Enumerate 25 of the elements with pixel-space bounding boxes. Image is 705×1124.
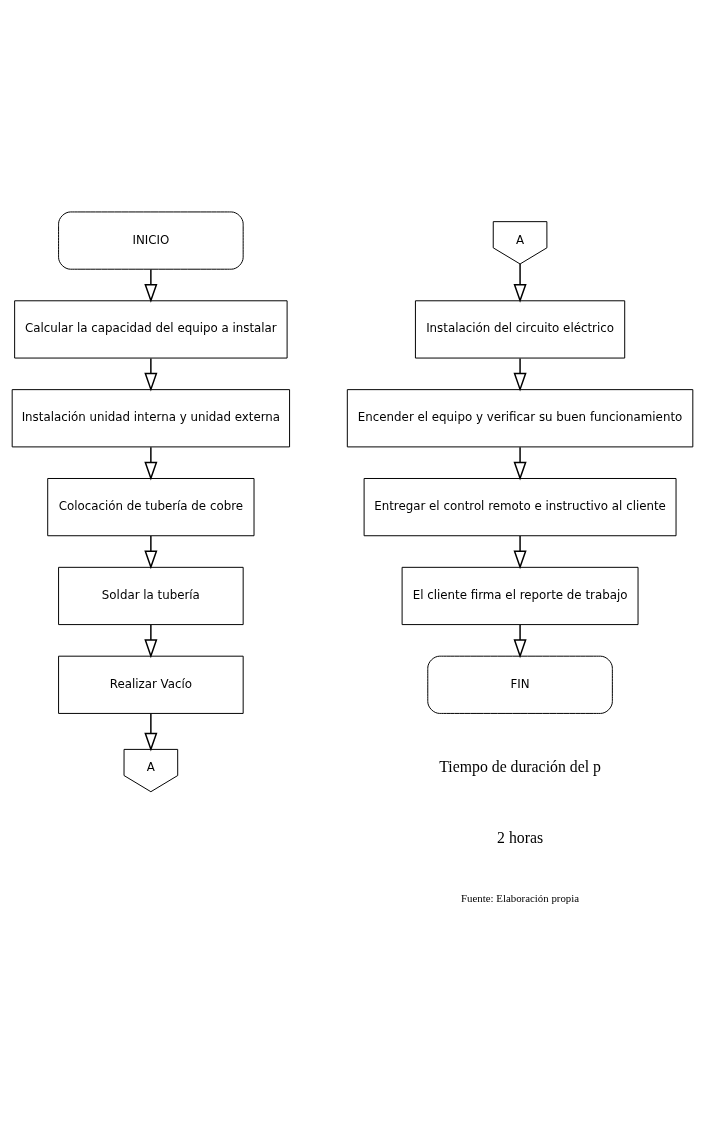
node-box: Encender el equipo y verificar su buen funcionamiento: [346, 389, 694, 448]
node-box: Instalación unidad interna y unidad externa: [11, 389, 291, 448]
arrow: [513, 535, 527, 570]
node-box: Realizar Vacío: [58, 655, 244, 714]
arrow: [513, 357, 527, 392]
arrow: [144, 357, 158, 392]
arrow: [144, 268, 158, 303]
node-box: FIN: [427, 655, 613, 714]
arrow: [513, 624, 527, 659]
node-box: Colocación de tubería de cobre: [47, 478, 255, 537]
arrow: [144, 713, 158, 752]
arrow: [513, 446, 527, 481]
node-box: El cliente firma el reporte de trabajo: [401, 566, 639, 626]
node-box: Entregar el control remoto e instructivo al cliente: [363, 478, 677, 537]
node-box: Calcular la capacidad del equipo a instalar: [14, 300, 288, 359]
node-box: INICIO: [58, 211, 244, 270]
label: Fuente: Elaboración propia: [461, 891, 580, 904]
arrow: [144, 535, 158, 570]
arrow: [144, 624, 158, 659]
label: 2 horas: [497, 828, 544, 846]
label: Tiempo de duración del p: [439, 758, 601, 776]
node-box: Soldar la tubería: [58, 566, 244, 626]
arrow: [144, 446, 158, 481]
node-box: Instalación del circuito eléctrico: [414, 300, 626, 359]
arrow: [513, 263, 527, 303]
